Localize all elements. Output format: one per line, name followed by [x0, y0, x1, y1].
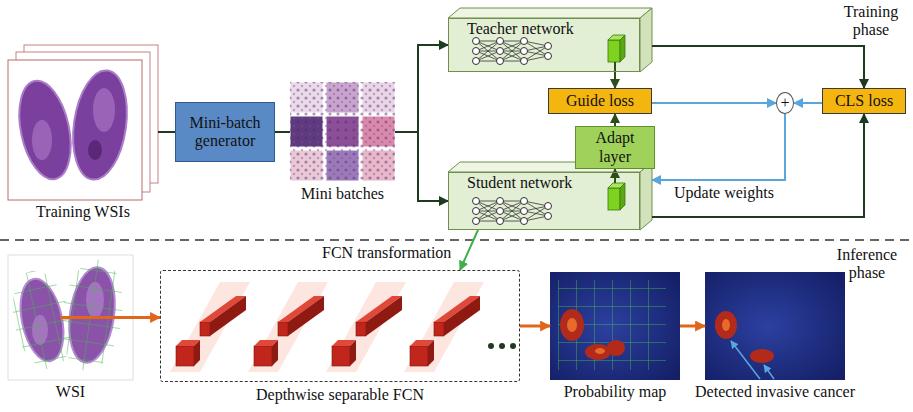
probability-heatmap: [550, 272, 680, 380]
node-label: Depthwise separable FCN: [256, 386, 424, 404]
slide-thumbnail: [4, 255, 133, 380]
teacher-block: [448, 8, 652, 72]
node-label: Adapt layer: [579, 129, 651, 166]
connector: [614, 114, 616, 126]
student-block: [448, 162, 652, 230]
connector: [652, 114, 864, 217]
fcn-layers: [170, 282, 516, 372]
connector: [614, 62, 616, 88]
node-label: Student network: [449, 174, 639, 192]
connector: [460, 230, 478, 270]
phase-divider: [0, 239, 913, 241]
fcn-group: Depthwise separable FCN: [160, 270, 520, 382]
loss-box: Guide loss: [548, 88, 652, 114]
node-label: +: [780, 95, 789, 111]
node-label: Detected invasive cancer: [695, 383, 855, 401]
connector: [275, 131, 290, 133]
node-label: WSI: [56, 383, 85, 401]
edge-label: Update weights: [672, 184, 776, 202]
loss-box: CLS loss: [822, 88, 906, 114]
phase-label: Training phase: [834, 3, 908, 40]
patch-grid: Mini batches: [290, 82, 395, 182]
detection-map: [705, 272, 845, 380]
node-label: CLS loss: [835, 92, 893, 110]
connector: [794, 102, 822, 104]
node-label: Training WSIs: [36, 203, 130, 221]
network-box: Student network: [448, 172, 640, 230]
connector: [652, 114, 785, 180]
connector: [652, 46, 864, 88]
image-stack: Training WSIs: [8, 45, 158, 200]
phase-label: Inference phase: [826, 246, 908, 283]
node-label: Mini batches: [301, 185, 384, 203]
node-label: Probability map: [564, 383, 667, 401]
layer-box: Adapt layer: [575, 126, 655, 169]
connector: [680, 325, 705, 328]
sum-circle: +: [776, 92, 794, 114]
node-label: Guide loss: [566, 92, 634, 110]
node-label: Mini-batch generator: [179, 114, 271, 151]
connector: [158, 131, 175, 133]
slide-stack: [8, 45, 158, 200]
process-box: Mini-batch generator: [175, 102, 275, 162]
connector: [395, 45, 448, 132]
node-label: Teacher network: [449, 20, 639, 38]
connector: [133, 316, 160, 319]
patch-tiles: [290, 82, 395, 181]
map-image: Detected invasive cancer: [705, 272, 845, 380]
slide-image: WSI: [8, 255, 133, 380]
connector: [395, 132, 448, 201]
connector: [652, 102, 776, 104]
network-box: Teacher network: [448, 18, 640, 72]
edge-label: FCN transformation: [320, 244, 453, 262]
map-image: Probability map: [550, 272, 680, 380]
connector: [520, 325, 550, 328]
